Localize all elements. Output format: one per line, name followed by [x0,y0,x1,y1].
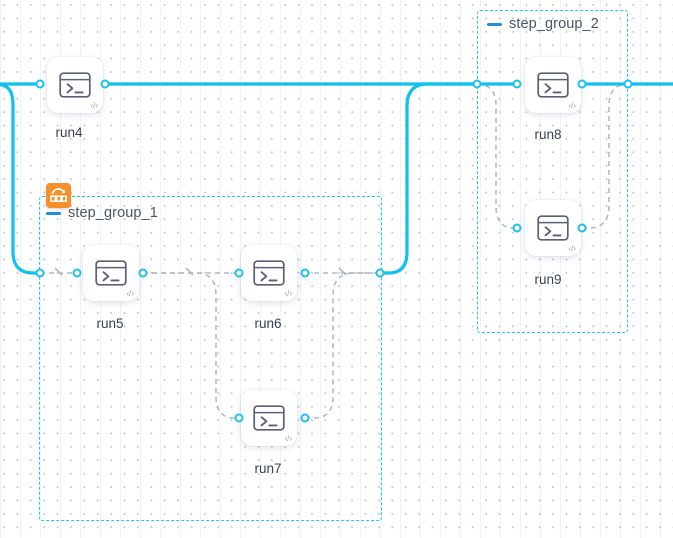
group-container-step_group_2[interactable] [477,10,628,333]
terminal-icon [58,71,92,99]
port-g1-in[interactable] [35,268,45,278]
port-run8-out[interactable] [577,79,587,89]
port-run5-in[interactable] [72,268,82,278]
group-label: step_group_2 [509,16,599,32]
node-label-run8: run8 [534,127,562,142]
node-run5[interactable]: ‹/› [83,245,139,301]
terminal-icon [536,71,570,99]
node-run9[interactable]: ‹/› [525,200,581,256]
terminal-icon [94,259,128,287]
code-icon: ‹/› [284,434,292,443]
code-icon: ‹/› [126,289,134,298]
port-run6-in[interactable] [234,268,244,278]
terminal-icon [252,404,286,432]
code-icon: ‹/› [568,101,576,110]
node-run4[interactable]: ‹/› [47,57,103,113]
group-collapse-minus-icon[interactable] [46,211,61,215]
node-label-run7: run7 [254,461,282,476]
port-run5-out[interactable] [138,268,148,278]
node-run6[interactable]: ‹/› [241,245,297,301]
code-icon: ‹/› [284,289,292,298]
group-label: step_group_1 [68,205,158,221]
terminal-icon [252,259,286,287]
port-run9-out[interactable] [577,223,587,233]
port-g2-out[interactable] [623,79,633,89]
node-label-run6: run6 [254,316,282,331]
code-icon: ‹/› [90,101,98,110]
node-label-run4: run4 [55,125,83,140]
node-run7[interactable]: ‹/› [241,390,297,446]
edge-left-down-to-g1 [0,82,42,275]
port-g1-out[interactable] [375,268,385,278]
port-run7-in[interactable] [234,413,244,423]
group-header-step_group_1[interactable]: step_group_1 [46,205,158,221]
group-collapse-minus-icon[interactable] [487,22,502,26]
port-g2-in[interactable] [472,79,482,89]
port-run4-in[interactable] [35,79,45,89]
node-label-run5: run5 [96,316,124,331]
terminal-icon [536,214,570,242]
port-run8-in[interactable] [512,79,522,89]
port-run7-out[interactable] [300,413,310,423]
edge-g1-out-up-right [378,82,479,275]
port-run6-out[interactable] [300,268,310,278]
node-label-run9: run9 [534,272,562,287]
port-run9-in[interactable] [512,223,522,233]
port-run4-out[interactable] [100,79,110,89]
group-container-step_group_1[interactable] [39,196,382,521]
code-icon: ‹/› [568,244,576,253]
group-header-step_group_2[interactable]: step_group_2 [487,16,599,32]
foreach-loop-icon[interactable] [46,183,71,208]
node-run8[interactable]: ‹/› [525,57,581,113]
